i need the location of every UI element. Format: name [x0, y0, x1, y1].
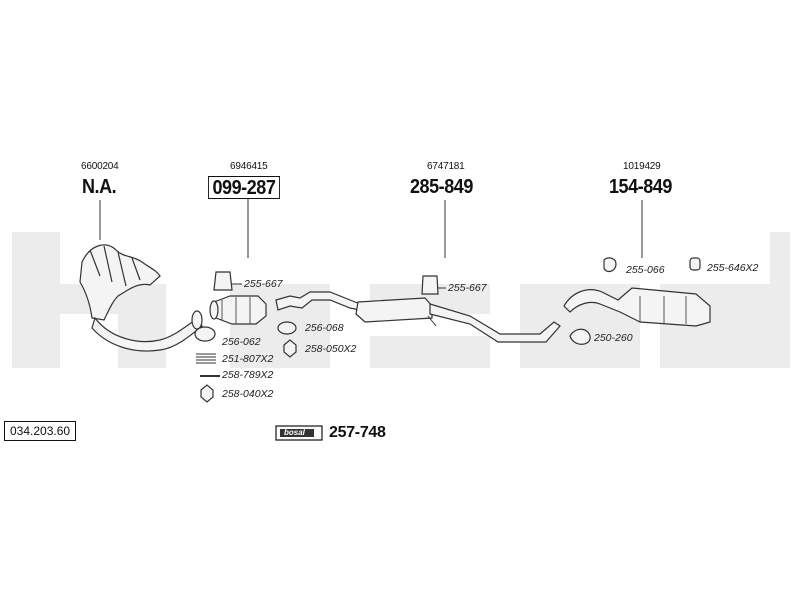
fitting-icons — [194, 257, 701, 403]
kit-logo — [275, 425, 323, 441]
clamp-icon — [569, 328, 591, 345]
catalyst-drawing — [209, 295, 267, 325]
oem-number-manifold: 6600204 — [81, 161, 119, 172]
fitting-label: 256-068 — [305, 322, 344, 334]
fitting-label: 255-667 — [448, 282, 487, 294]
part-code-middle-pipe: 285-849 — [410, 176, 473, 198]
fitting-label: 251-807X2 — [222, 353, 274, 365]
oem-number-rear-silencer: 1019429 — [623, 161, 661, 172]
part-code-catalyst: 099-287 — [208, 176, 280, 199]
part-code-manifold: N.A. — [82, 176, 117, 198]
rubber-mount-icon-2 — [421, 275, 439, 295]
fitting-label: 256-062 — [222, 336, 261, 348]
fitting-label: 258-040X2 — [222, 388, 274, 400]
fitting-label: 255-066 — [626, 264, 665, 276]
leader-lines — [99, 198, 643, 289]
fitting-label: 255-667 — [244, 278, 283, 290]
fitting-label: 255-646X2 — [707, 262, 759, 274]
manifold-drawing — [79, 244, 203, 352]
rear-silencer-drawing — [563, 287, 711, 327]
oem-number-middle-pipe: 6747181 — [427, 161, 465, 172]
reference-number: 034.203.60 — [4, 421, 77, 441]
fitting-label: 258-789X2 — [222, 369, 274, 381]
fitting-label: 258-050X2 — [305, 343, 357, 355]
ring-gasket-icon — [277, 321, 297, 335]
spring-icon — [196, 353, 216, 364]
clip-icon — [689, 257, 701, 271]
nut-icon-2 — [200, 384, 214, 403]
nut-icon-1 — [283, 339, 297, 358]
kit-logo-text: bosal — [284, 428, 305, 437]
fitting-label: 250-260 — [594, 332, 633, 344]
kit-code: 257-748 — [329, 424, 386, 441]
oem-number-catalyst: 6946415 — [230, 161, 268, 172]
gasket-icon — [194, 326, 216, 342]
rubber-mount-icon-1 — [213, 271, 233, 291]
middle-pipe-drawing — [275, 291, 561, 343]
hanger-icon — [603, 257, 617, 273]
part-code-rear-silencer: 154-849 — [609, 176, 672, 198]
